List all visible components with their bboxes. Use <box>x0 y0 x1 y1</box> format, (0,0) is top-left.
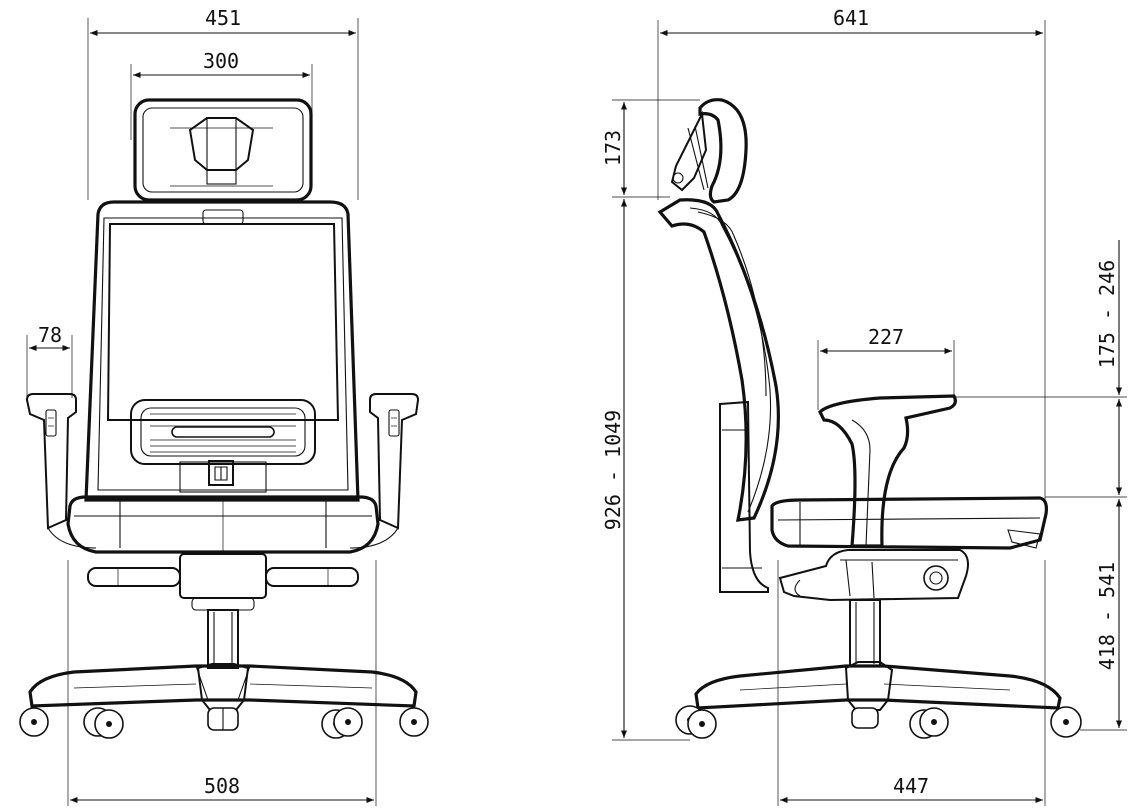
front-armrest-right <box>349 393 420 549</box>
dimension-base-width: 508 <box>67 560 377 806</box>
front-view: 451 300 78 508 <box>19 6 429 806</box>
dim-label-headrest-height: 173 <box>601 130 625 166</box>
dimension-armrest-depth: 227 <box>817 325 955 410</box>
dim-label-seat-depth: 447 <box>893 774 929 798</box>
front-armrest-left <box>25 393 97 549</box>
side-armrest <box>818 394 957 548</box>
dimension-headrest-height: 173 <box>601 99 700 198</box>
dimension-armrest-width: 78 <box>26 323 73 398</box>
dim-label-overall-width: 451 <box>205 6 241 30</box>
dim-label-armrest-height: 175 - 246 <box>1095 260 1119 368</box>
dimension-total-height: 926 - 1049 <box>601 199 690 741</box>
dim-label-headrest-width: 300 <box>203 49 239 73</box>
side-view: 641 173 926 - 1049 227 175 - <box>601 6 1127 806</box>
front-mechanism <box>87 553 359 611</box>
dim-label-armrest-width: 78 <box>38 323 62 347</box>
side-mechanism <box>778 549 969 602</box>
dim-label-armrest-depth: 227 <box>868 325 904 349</box>
side-back-support <box>719 400 769 593</box>
dimension-overall-depth: 641 <box>657 6 1046 500</box>
side-headrest <box>670 98 748 204</box>
dimension-overall-width: 451 <box>87 6 359 200</box>
front-seat <box>66 495 380 554</box>
front-caster-wheels <box>19 707 429 739</box>
front-backrest <box>84 200 360 502</box>
side-caster-wheels <box>675 705 1082 739</box>
side-backrest <box>657 198 780 522</box>
side-base <box>694 661 1062 711</box>
dim-label-total-height: 926 - 1049 <box>601 410 625 530</box>
side-gas-lift <box>849 599 881 667</box>
dimension-headrest-width: 300 <box>130 49 313 140</box>
dim-label-overall-depth: 641 <box>833 6 869 30</box>
dim-label-seat-height: 418 - 541 <box>1095 562 1119 670</box>
dimension-armrest-height: 175 - 246 <box>954 240 1127 498</box>
dimension-seat-height: 418 - 541 <box>1080 499 1127 731</box>
dim-label-base-width: 508 <box>204 774 240 798</box>
side-seat <box>770 496 1048 550</box>
front-headrest <box>133 98 313 202</box>
front-gas-lift <box>207 609 239 669</box>
front-base <box>28 663 418 711</box>
dimension-seat-depth: 447 <box>777 560 1046 806</box>
